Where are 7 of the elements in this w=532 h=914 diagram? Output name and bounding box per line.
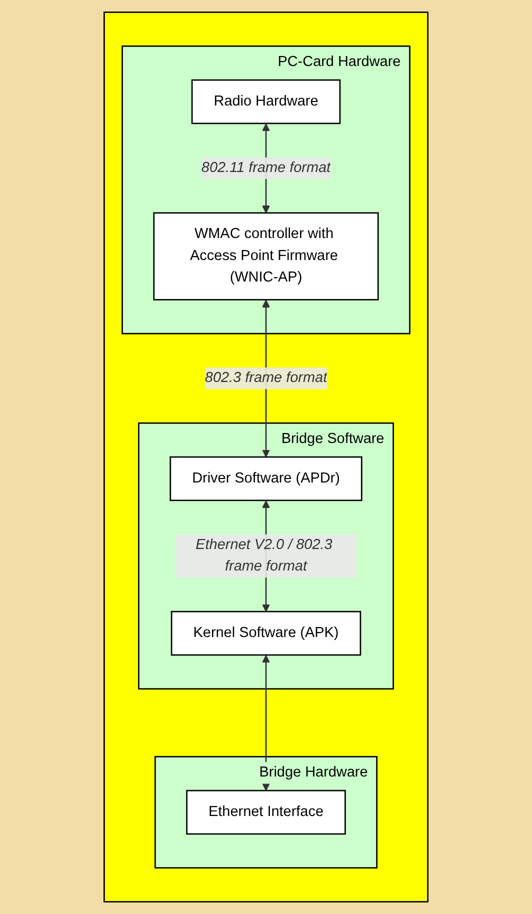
node-box: Ethernet Interface <box>186 790 346 835</box>
node-box: Radio Hardware <box>191 79 341 124</box>
node-box: Driver Software (APDr) <box>170 456 362 502</box>
edge-label: Ethernet V2.0 / 802.3 frame format <box>196 537 332 574</box>
cluster <box>104 12 428 902</box>
node-box: WMAC controller with Access Point Firmware (WNIC-AP) <box>153 212 379 300</box>
node-box: Kernel Software (APK) <box>170 610 362 656</box>
